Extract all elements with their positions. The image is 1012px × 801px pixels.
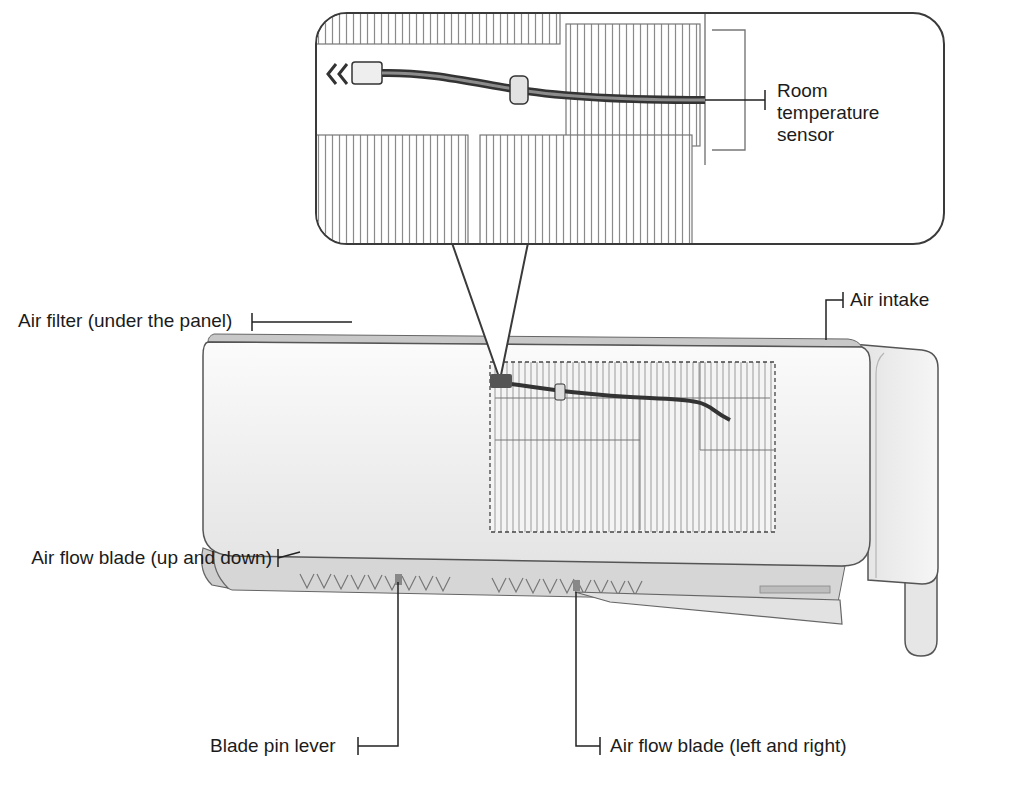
sensor-connector <box>328 64 347 84</box>
part-label: Air intake <box>850 289 929 311</box>
sensor-clamp <box>510 76 528 104</box>
blade-pin <box>573 580 580 591</box>
part-label: Air flow blade (left and right) <box>610 735 847 757</box>
horizontal-blade <box>575 592 842 624</box>
part-label: Blade pin lever <box>210 735 336 757</box>
sensor-head <box>490 374 512 388</box>
part-label: Air filter (under the panel) <box>18 310 232 332</box>
sensor-connector-block <box>352 62 382 84</box>
sensor-wire <box>505 383 730 420</box>
sensor-clamp <box>555 384 565 400</box>
side-panel-edge <box>876 353 884 578</box>
sensor-wire-highlight <box>382 73 705 100</box>
heat-exchanger-fins <box>317 14 560 44</box>
front-panel <box>203 342 870 566</box>
callout-bubble: Room temperature sensor <box>315 12 945 245</box>
leader-line <box>705 90 765 110</box>
sensor-wire <box>382 73 705 100</box>
control-strip <box>760 586 830 593</box>
leader-lines <box>252 292 843 755</box>
heat-exchanger-fins <box>480 135 692 243</box>
louver-vanes <box>300 574 642 595</box>
detail-group <box>317 14 765 243</box>
heat-exchanger-fins <box>317 135 468 243</box>
part-label: Air flow blade (up and down) <box>10 547 272 569</box>
part-label: Room temperature sensor <box>777 80 899 146</box>
frame-lines <box>705 14 745 165</box>
heat-exchanger-fins <box>566 24 700 146</box>
cutaway-frame <box>495 362 775 530</box>
callout-pointer <box>452 243 528 380</box>
cutaway-window <box>490 362 775 532</box>
